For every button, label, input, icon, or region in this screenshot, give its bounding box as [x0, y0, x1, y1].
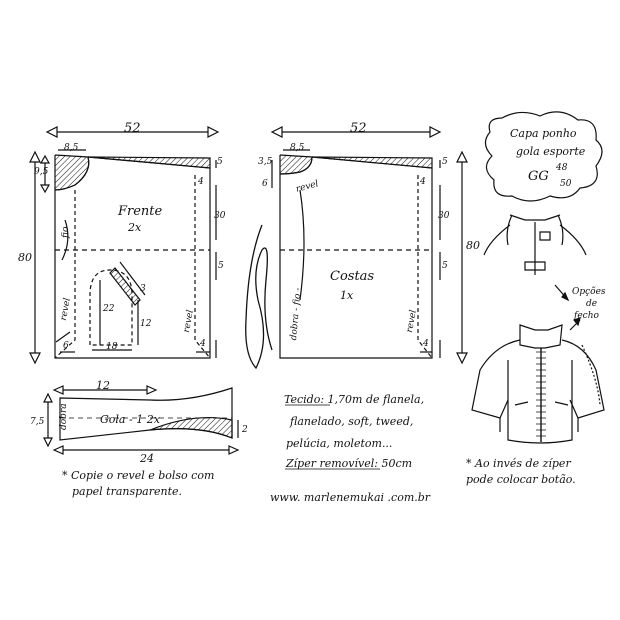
- front-fold-label: fio: [61, 226, 71, 238]
- back-shoulder-drop-label: 5: [442, 157, 448, 167]
- collar-bottom-width-label: 24: [140, 452, 154, 465]
- copy-note-line1: * Copie o revel e bolso com: [62, 469, 215, 482]
- front-dim-4-label: 4: [198, 177, 204, 187]
- title-line2: gola esporte: [516, 145, 586, 158]
- cape-illustration-bottom: [471, 324, 605, 444]
- back-pattern-piece: [279, 154, 433, 359]
- front-shoulder-drop-label: 5: [217, 157, 223, 167]
- front-qty: 2x: [128, 221, 142, 234]
- back-neck-h2-label: 6: [262, 179, 268, 189]
- collar-height-label: 7,5: [30, 417, 45, 427]
- fabric-note-line1: Tecido: 1,70m de flanela,: [284, 393, 425, 406]
- collar-pattern-piece: [43, 385, 240, 455]
- cape-illustration-top: [483, 214, 587, 275]
- title-size-top: 48: [556, 163, 568, 173]
- back-name: Costas: [330, 269, 375, 284]
- back-qty: 1x: [340, 289, 354, 302]
- back-neck-h1-label: 3,5: [258, 157, 273, 167]
- front-dimension-lines: [29, 126, 220, 365]
- back-dim-30-label: 30: [438, 211, 450, 221]
- fabric-note-line3: pelúcia, moletom...: [286, 437, 393, 450]
- front-dim-6-label: 6: [63, 341, 69, 351]
- collar-name: Gola - 1 2x: [100, 413, 160, 426]
- signature: [245, 224, 273, 370]
- collar-fold-label: dobra: [59, 403, 69, 430]
- back-dim-5-label: 5: [442, 261, 448, 271]
- options-note-line3: fecho: [574, 311, 599, 321]
- front-dim-30-label: 30: [214, 211, 226, 221]
- pocket-opening-label: 3: [140, 284, 146, 294]
- zipper-note: Zíper removível: 50cm: [286, 457, 413, 470]
- front-width-label: 52: [124, 121, 141, 136]
- button-note-line2: pode colocar botão.: [466, 473, 576, 486]
- title-size-bottom: 50: [560, 179, 572, 189]
- back-width-label: 52: [350, 121, 367, 136]
- pocket-side-label: 12: [140, 319, 152, 329]
- back-bottom-4-label: 4: [423, 339, 429, 349]
- back-height-label: 80: [466, 239, 480, 252]
- back-dimension-lines: [270, 126, 468, 365]
- back-neck-width-label: 8,5: [290, 143, 305, 153]
- front-pattern-piece: [54, 154, 211, 359]
- front-dim-5-label: 5: [218, 261, 224, 271]
- options-note-line1: Opções: [572, 287, 606, 297]
- option-arrows: [554, 284, 581, 331]
- back-dim-4-label: 4: [420, 177, 426, 187]
- front-neck-width-label: 8,5: [64, 143, 79, 153]
- fabric-note-line2: flanelado, soft, tweed,: [290, 415, 414, 428]
- options-note-line2: de: [586, 299, 598, 309]
- title-size: GG: [528, 169, 549, 184]
- front-height-label: 80: [18, 251, 32, 264]
- button-note-line1: * Ao invés de zíper: [466, 457, 571, 470]
- front-name: Frente: [118, 204, 163, 219]
- website-url: www. marlenemukai .com.br: [270, 491, 431, 504]
- pocket-width-label: 18: [106, 342, 118, 352]
- pocket-height-label: 22: [103, 304, 115, 314]
- collar-top-width-label: 12: [96, 379, 110, 392]
- collar-right-label: 2: [242, 425, 248, 435]
- title-line1: Capa ponho: [510, 127, 577, 140]
- front-neck-height-label: 9,5: [34, 167, 49, 177]
- title-cloud: [484, 111, 603, 202]
- front-bottom-4-label: 4: [200, 339, 206, 349]
- copy-note-line2: papel transparente.: [72, 485, 183, 498]
